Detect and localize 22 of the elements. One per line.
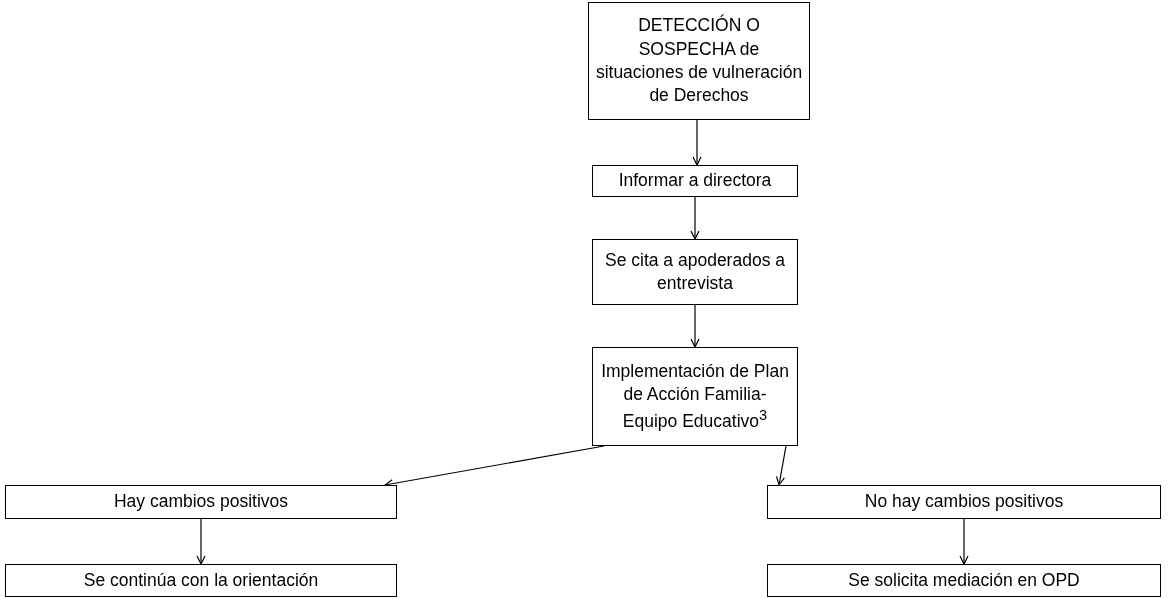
box-text: No hay cambios positivos	[864, 490, 1064, 514]
box-text: Se continúa con la orientación	[83, 568, 319, 592]
arrow	[196, 518, 206, 565]
box-text: Informar a directora	[618, 169, 772, 193]
box-text: Se solicita mediación en OPD	[848, 568, 1080, 592]
arrow	[959, 518, 969, 565]
process-box	[767, 485, 1161, 519]
process-box	[592, 347, 798, 446]
box-text: Implementación de Plan de Acción Familia-Equipo Educativo$^{3}$	[600, 359, 790, 434]
process-box	[5, 485, 397, 519]
process-box	[592, 165, 798, 197]
arrow	[690, 196, 700, 240]
arrow	[775, 445, 787, 486]
arrow	[692, 119, 702, 166]
process-box	[588, 2, 810, 120]
box-text: Hay cambios positivos	[113, 490, 289, 514]
process-box	[5, 564, 397, 597]
process-box	[767, 564, 1161, 597]
box-text: Se cita a apoderados a entrevista	[604, 248, 786, 295]
arrow	[690, 304, 700, 348]
process-box	[592, 239, 798, 305]
box-text: DETECCIÓN O SOSPECHA de situaciones de vulneración de Derechos	[595, 14, 803, 108]
